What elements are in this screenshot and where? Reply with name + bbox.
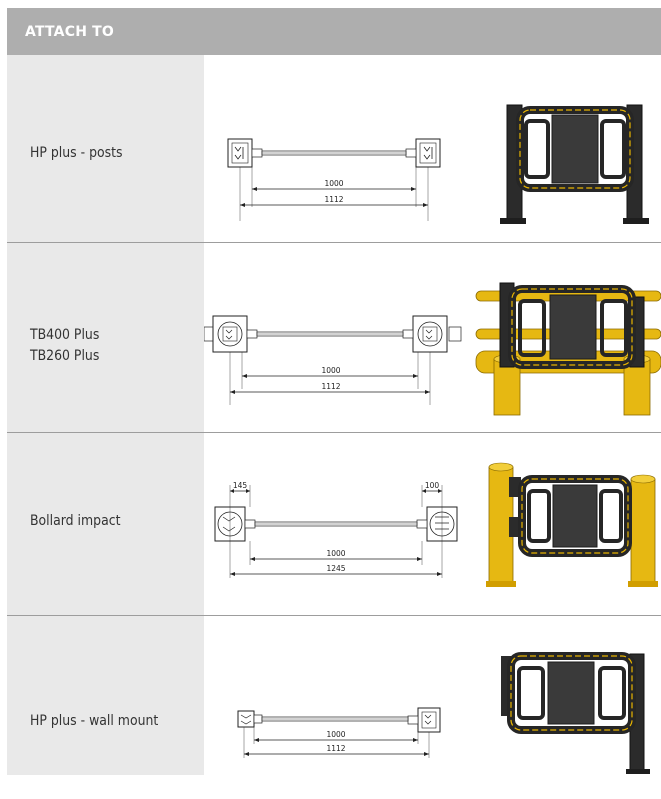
row-label-line-1: TB400 Plus (30, 327, 100, 343)
dimension-label: 1112 (321, 382, 340, 391)
row-label-cell: HP plus - posts (7, 55, 204, 242)
row-label: HP plus - posts (30, 145, 123, 161)
row-divider (7, 242, 661, 243)
dimension-label: 1112 (324, 195, 343, 204)
dimension-label: 1000 (321, 366, 340, 375)
row-label: HP plus - wall mount (30, 713, 159, 729)
dimension-label: 1245 (326, 564, 345, 573)
swing-gate-with-barrier-illustration (475, 282, 661, 416)
dimension-label: 1000 (324, 179, 343, 188)
row-image-cell: 145 100 1000 1245 (204, 433, 661, 615)
technical-drawing (214, 485, 458, 578)
row-label-cell: HP plus - wall mount (7, 616, 204, 775)
row-divider (7, 615, 661, 616)
row-label-cell: TB400 Plus TB260 Plus (7, 243, 204, 432)
drawing-tb-plus: 1000 1112 (203, 282, 661, 416)
row-label-line-2: TB260 Plus (30, 348, 100, 364)
dimension-label: 1000 (326, 549, 345, 558)
row-image-cell: 1000 1112 (203, 243, 661, 432)
table-header: ATTACH TO (7, 8, 661, 55)
swing-gate-illustration (500, 104, 649, 224)
technical-drawing (227, 138, 441, 221)
swing-gate-with-bollards-illustration (486, 462, 658, 587)
technical-drawing (237, 707, 441, 758)
row-label-cell: Bollard impact (7, 433, 204, 615)
dimension-label: 145 (233, 481, 248, 490)
drawing-hp-plus-posts: 1000 1112 (227, 104, 649, 224)
table-row-bollard-impact: Bollard impact (7, 433, 661, 615)
table-row-hp-plus-posts: HP plus - posts (7, 55, 661, 242)
attach-to-table: ATTACH TO HP plus - posts (7, 8, 661, 775)
header-title: ATTACH TO (25, 24, 115, 40)
table-row-tb-plus: TB400 Plus TB260 Plus (7, 243, 661, 432)
wall-mount-gate-illustration (501, 652, 650, 774)
drawing-hp-plus-wall-mount: 1000 1112 (237, 652, 650, 774)
row-image-cell: 1000 1112 (204, 616, 661, 775)
dimension-label: 1000 (326, 730, 345, 739)
dimension-label: 100 (425, 481, 440, 490)
row-label: Bollard impact (30, 513, 121, 529)
technical-drawing (203, 315, 462, 405)
dimension-label: 1112 (326, 744, 345, 753)
table-row-hp-plus-wall-mount: HP plus - wall mount (7, 616, 661, 775)
row-image-cell: 1000 1112 (204, 55, 661, 242)
drawing-bollard-impact: 145 100 1000 1245 (214, 462, 658, 587)
row-divider (7, 432, 661, 433)
